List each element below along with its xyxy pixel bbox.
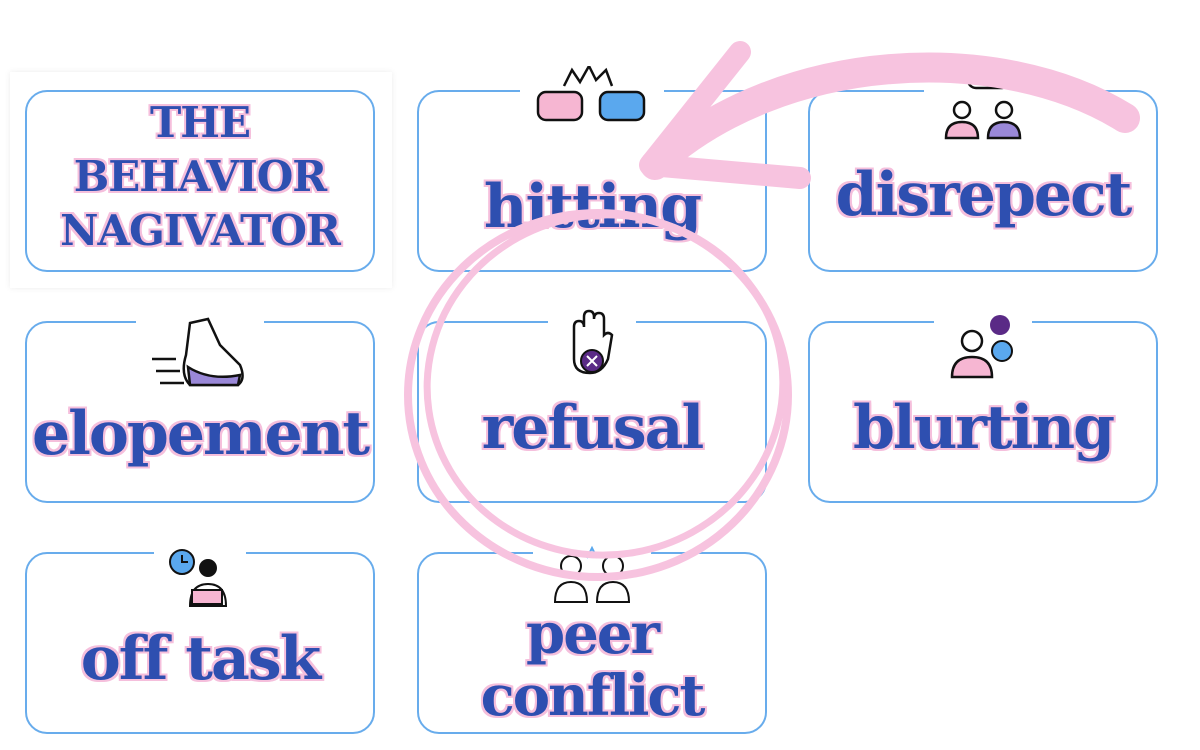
card-blurting[interactable]: blurting (808, 315, 1158, 503)
card-label-line-2: conflict (480, 663, 706, 729)
card-label: elopement (31, 399, 370, 469)
card-label: refusal (481, 393, 705, 463)
speaking-person-icon (934, 315, 1032, 383)
title-line-3: NAGIVATOR (60, 206, 341, 255)
card-label: off task (80, 624, 321, 694)
arguing-people-icon (533, 544, 651, 608)
card-off-task[interactable]: off task (25, 548, 375, 734)
card-refusal[interactable]: refusal (417, 309, 767, 503)
card-label: disrepect (835, 160, 1133, 230)
card-disrepect[interactable]: disrepect (808, 66, 1158, 272)
fist-bump-icon (520, 63, 664, 128)
title-card: THE BEHAVIOR NAGIVATOR (25, 90, 375, 272)
card-label: blurting (852, 393, 1115, 463)
card-elopement[interactable]: elopement (25, 315, 375, 503)
card-label: hitting (483, 172, 702, 242)
card-hitting[interactable]: hitting (417, 63, 767, 272)
running-shoe-icon (136, 315, 264, 405)
card-peer-conflict[interactable]: peer conflict (417, 544, 767, 734)
title-line-2: BEHAVIOR (73, 152, 327, 201)
clock-laptop-person-icon (154, 548, 246, 612)
card-label-line-1: peer (526, 601, 660, 667)
people-talking-icon (924, 66, 1042, 150)
title-line-1: THE (150, 98, 251, 147)
stop-hand-icon (548, 309, 636, 385)
